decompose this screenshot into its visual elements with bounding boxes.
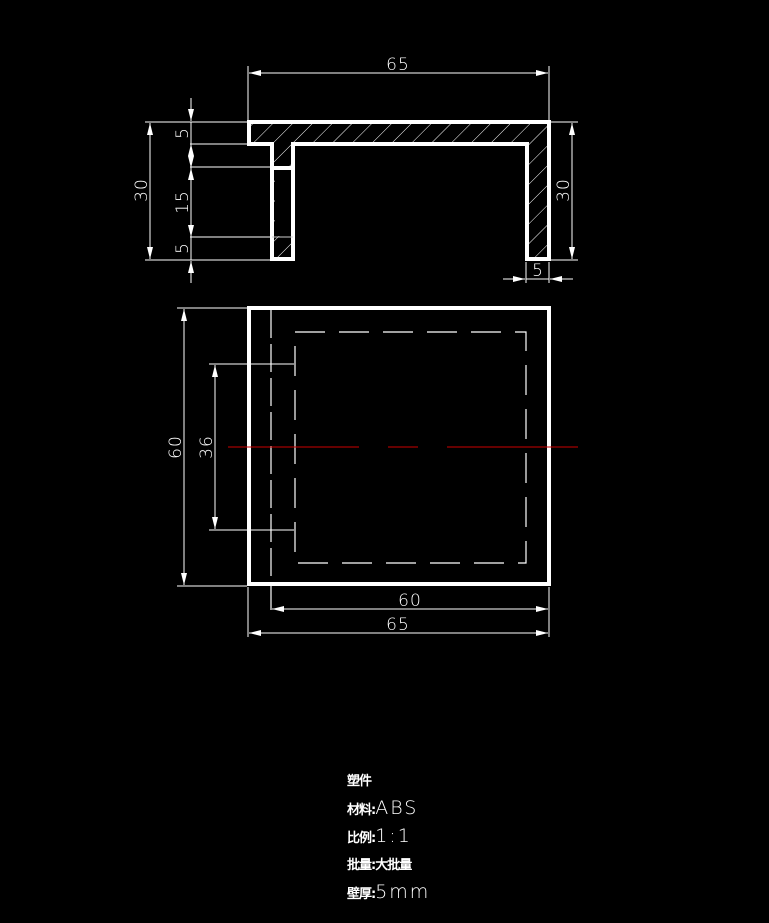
plan-view: 60 36 60 65 <box>166 306 578 637</box>
dim-text-overall-width: 65 <box>386 55 410 75</box>
dim-text-plan-overall-height: 60 <box>166 435 186 459</box>
dim-text-middle-gap: 15 <box>173 190 193 214</box>
technical-notes: 塑件 材料:ABS 比例:1:1 批量:大批量 壁厚:5mm <box>347 766 430 906</box>
note-scale-label: 比例: <box>347 831 376 846</box>
dim-text-bottom-lip: 5 <box>173 242 193 254</box>
dim-text-plan-overall-width: 65 <box>386 615 410 635</box>
section-profile <box>249 122 549 259</box>
section-view: 65 30 5 15 5 30 5 <box>132 55 578 283</box>
note-batch: 批量:大批量 <box>347 850 430 878</box>
note-title-text: 塑件 <box>347 774 372 789</box>
note-material: 材料:ABS <box>347 794 430 822</box>
dim-text-right-wall-thickness: 5 <box>532 261 544 281</box>
note-scale-value: 1:1 <box>375 825 412 847</box>
note-wall-thickness-label: 壁厚: <box>347 887 376 902</box>
dim-text-opening-height: 36 <box>197 435 217 459</box>
note-material-label: 材料: <box>347 803 376 818</box>
note-batch-value: 大批量 <box>375 858 412 873</box>
dim-text-top-thickness: 5 <box>173 127 193 139</box>
dim-text-right-height: 30 <box>554 178 574 202</box>
note-batch-label: 批量: <box>347 858 376 873</box>
note-wall-thickness: 壁厚:5mm <box>347 878 430 906</box>
note-title: 塑件 <box>347 766 430 794</box>
note-wall-thickness-value: 5mm <box>375 881 431 903</box>
dim-text-left-height: 30 <box>132 178 152 202</box>
dim-text-inner-width: 60 <box>398 591 422 611</box>
note-material-value: ABS <box>375 797 419 819</box>
plan-outline <box>247 306 551 586</box>
note-scale: 比例:1:1 <box>347 822 430 850</box>
